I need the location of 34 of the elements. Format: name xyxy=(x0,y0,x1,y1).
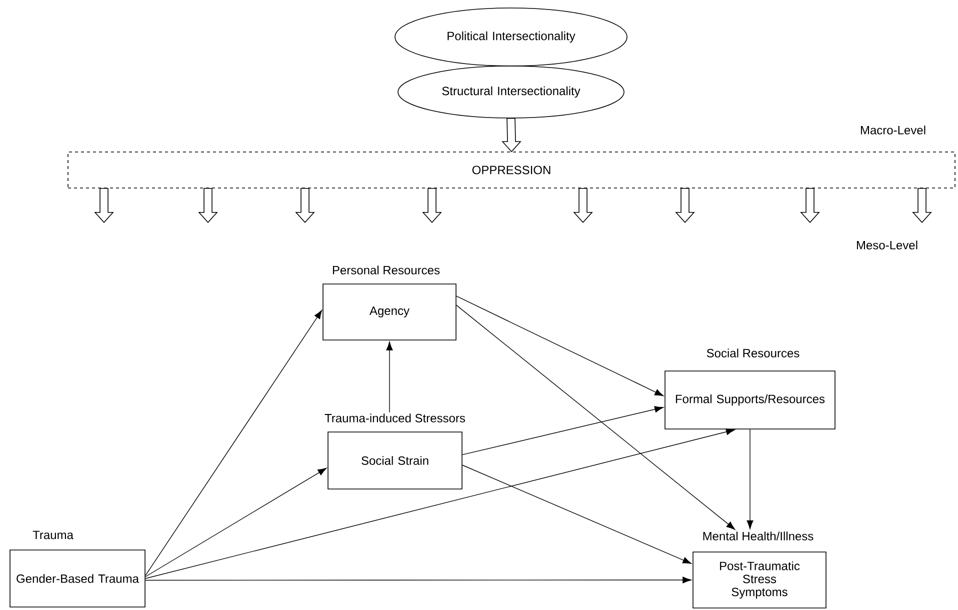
block-arrow xyxy=(94,188,114,223)
box-heading: Mental Health/Illness xyxy=(703,532,814,540)
arrow xyxy=(456,296,664,396)
dashed-band: OPPRESSION xyxy=(68,152,956,188)
ellipse-node: Political Intersectionality xyxy=(394,8,628,66)
level-label: Meso-Level xyxy=(856,240,918,250)
process-box: Post-Traumatic Stress Symptoms xyxy=(692,552,826,608)
process-box: Social Strain xyxy=(328,432,462,490)
arrow xyxy=(386,342,393,413)
block-arrow xyxy=(912,188,932,223)
process-box: Gender-Based Trauma xyxy=(10,550,146,608)
box-heading: Trauma xyxy=(32,530,74,540)
block-arrow xyxy=(675,188,695,223)
arrow xyxy=(746,429,754,530)
box-heading: Trauma-induced Stressors xyxy=(324,414,466,422)
arrow xyxy=(145,468,327,578)
block-arrow xyxy=(295,188,315,223)
arrow xyxy=(145,310,322,576)
box-heading: Social Resources xyxy=(706,348,800,358)
block-arrow xyxy=(198,188,218,223)
ellipse-node: Structural Intersectionality xyxy=(398,66,624,118)
level-label: Macro-Level xyxy=(860,126,926,134)
arrow xyxy=(145,576,692,584)
arrow xyxy=(145,428,735,579)
arrow xyxy=(456,304,736,530)
arrow xyxy=(462,464,692,564)
process-box: Agency xyxy=(322,284,456,340)
box-heading: Personal Resources xyxy=(332,266,440,274)
arrow xyxy=(462,406,664,456)
process-box: Formal Supports/Resources xyxy=(664,370,836,430)
block-arrow xyxy=(502,118,522,152)
block-arrow xyxy=(800,188,820,223)
block-arrow xyxy=(573,188,593,223)
block-arrow xyxy=(422,188,442,223)
